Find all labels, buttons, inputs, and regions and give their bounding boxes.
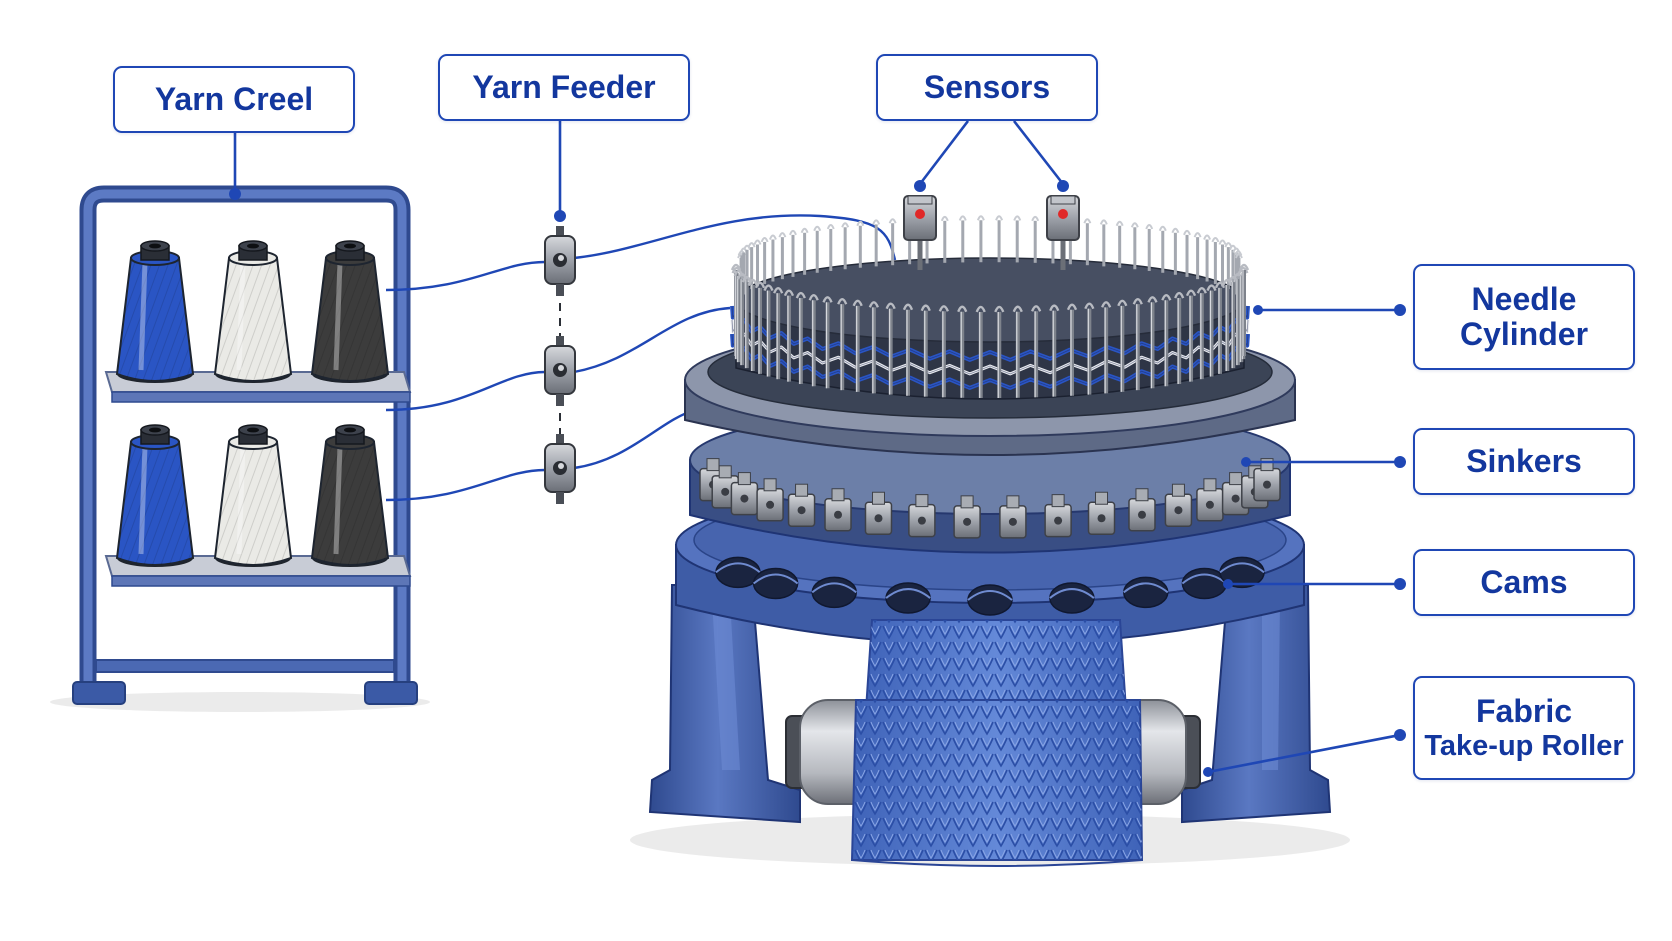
cams-label-text: Cams	[1480, 564, 1568, 601]
yarn-feeder-2	[544, 336, 576, 406]
sinker	[1196, 478, 1224, 522]
yarn-cone-black	[310, 424, 390, 567]
fabric-take-up-roller-label: Fabric Take-up Roller	[1413, 676, 1635, 780]
yarn-feeder-3	[544, 434, 576, 504]
sensor-right	[1046, 195, 1080, 270]
yarn-cone-white	[213, 424, 293, 567]
fabric-label-line1: Fabric	[1475, 692, 1573, 729]
sinker	[730, 472, 759, 516]
sinker	[953, 495, 981, 539]
yarn-creel	[50, 185, 430, 712]
cam-cutout	[1049, 582, 1095, 614]
yarn-feeder-label-text: Yarn Feeder	[472, 69, 656, 106]
cam-cutout	[811, 576, 857, 609]
yarn-cone-blue	[115, 424, 195, 567]
cams-label: Cams	[1413, 549, 1635, 616]
sinker	[1044, 494, 1072, 538]
needle-cylinder-label: Needle Cylinder	[1413, 264, 1635, 370]
sinker	[824, 488, 852, 532]
sinker	[1087, 491, 1116, 536]
needle-cylinder-label-line2: Cylinder	[1459, 316, 1589, 352]
needle-cylinder-label-line1: Needle	[1471, 281, 1577, 318]
yarn-paths	[385, 214, 897, 502]
sinker	[1164, 483, 1193, 527]
yarn-cone-black	[310, 240, 390, 383]
sinker	[1253, 458, 1281, 502]
sinker	[864, 491, 893, 536]
yarn-feeder-1	[544, 226, 576, 296]
sinkers-label-text: Sinkers	[1466, 443, 1582, 480]
sinkers-label: Sinkers	[1413, 428, 1635, 495]
circular-knitting-machine	[630, 195, 1350, 867]
sensors-label: Sensors	[876, 54, 1098, 121]
yarn-creel-label-text: Yarn Creel	[154, 81, 314, 118]
yarn-cone-white	[213, 240, 293, 383]
leader-lines	[233, 120, 1401, 774]
yarn-feeder-label: Yarn Feeder	[438, 54, 690, 121]
yarn-feeder-column	[544, 226, 576, 504]
sinker	[1128, 488, 1156, 532]
sinker	[787, 483, 816, 527]
fabric-label-line2: Take-up Roller	[1424, 730, 1624, 763]
cam-cutout	[752, 567, 799, 600]
cam-cutout	[1123, 576, 1169, 609]
sensors-label-text: Sensors	[923, 69, 1051, 106]
sinker	[999, 495, 1027, 539]
cam-cutout	[885, 582, 931, 614]
sinker	[756, 478, 784, 522]
sinker	[908, 494, 936, 538]
leader-dots	[229, 180, 1406, 777]
yarn-creel-label: Yarn Creel	[113, 66, 355, 133]
yarn-cone-blue	[115, 240, 195, 383]
sensor-left	[903, 195, 937, 270]
cam-cutout	[967, 584, 1013, 616]
